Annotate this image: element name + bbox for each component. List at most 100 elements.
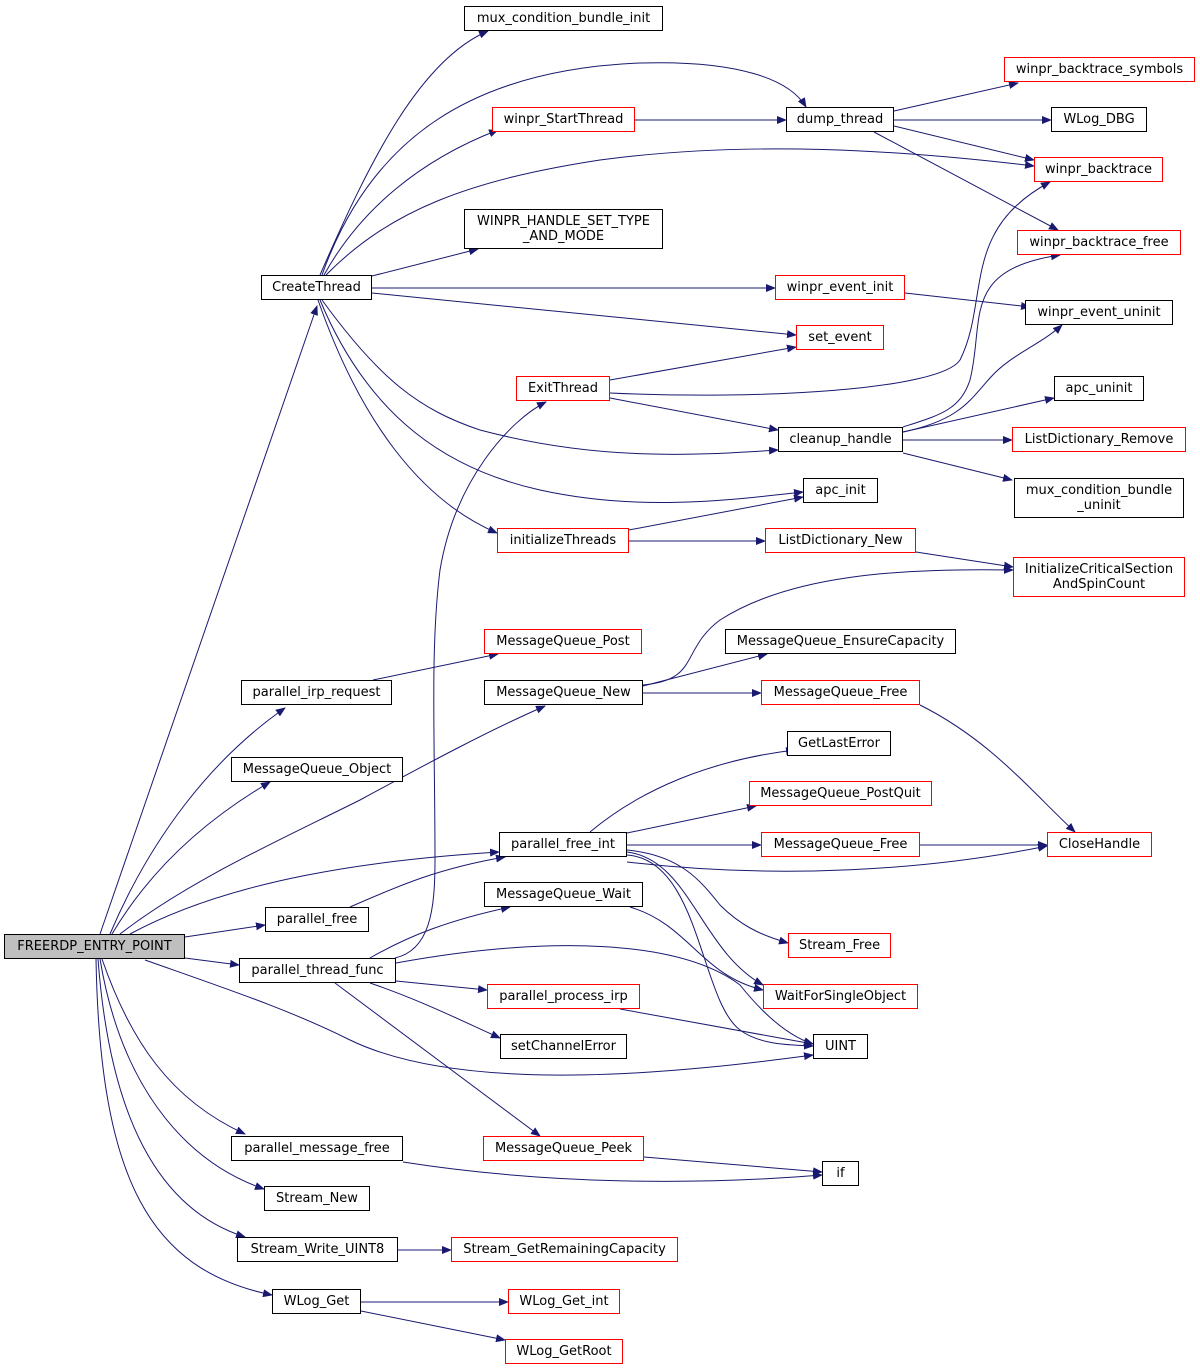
node-apc-init[interactable]: apc_init [803,478,878,503]
node-winpr-event-uninit[interactable]: winpr_event_uninit [1025,300,1173,325]
node-messagequeue-peek[interactable]: MessageQueue_Peek [483,1136,644,1161]
edge-parallel-thread-func-messagequeue-wait [369,904,511,959]
edge-entry-uint [144,959,814,1076]
node-winpr-startthread[interactable]: winpr_StartThread [492,107,635,132]
node-initializethreads[interactable]: initializeThreads [497,528,629,553]
edge-entry-stream-new [99,958,265,1190]
node-mux-condition-bundle-init[interactable]: mux_condition_bundle_init [464,6,663,31]
edge-winpr-event-init-winpr-event-uninit [904,292,1031,310]
node-messagequeue-new[interactable]: MessageQueue_New [484,680,643,705]
edge-entry-stream-write-uint8 [97,958,246,1239]
edge-cleanup-handle-winpr-backtrace-free [902,252,1061,428]
edge-createthread-mux-condition-bundle-init [319,30,489,276]
edge-entry-messagequeue-new [119,705,546,935]
node-uint[interactable]: UINT [813,1034,868,1059]
node-winpr-backtrace-symbols[interactable]: winpr_backtrace_symbols [1004,57,1195,82]
edge-parallel-free-parallel-free-int [349,854,506,908]
edge-parallel-thread-func-exitthread [394,401,547,959]
node-createthread[interactable]: CreateThread [261,275,372,300]
node-closehandle[interactable]: CloseHandle [1047,832,1152,857]
edge-dump-thread-winpr-backtrace-free [873,131,1059,231]
edge-parallel-free-int-waitforsingleobject [626,851,764,986]
node-messagequeue-post[interactable]: MessageQueue_Post [484,629,642,654]
edge-messagequeue-free-1-closehandle [919,704,1076,833]
node-stream-free[interactable]: Stream_Free [788,933,891,958]
node-parallel-message-free[interactable]: parallel_message_free [231,1136,403,1161]
node-messagequeue-free-1[interactable]: MessageQueue_Free [761,680,920,705]
edge-messagequeue-new-messagequeue-ensurecapacity [642,652,768,687]
edge-exitthread-cleanup-handle [609,397,779,433]
edge-createthread-winpr-startthread [323,129,499,276]
edge-parallel-free-int-getlasterror [589,747,796,833]
edge-parallel-free-int-closehandle [626,843,1048,872]
node-winpr-backtrace[interactable]: winpr_backtrace [1034,157,1163,182]
node-parallel-irp-request[interactable]: parallel_irp_request [241,680,392,705]
node-messagequeue-free-2[interactable]: MessageQueue_Free [761,832,920,857]
node-cleanup-handle[interactable]: cleanup_handle [778,427,903,452]
edge-exitthread-set-event [609,344,797,381]
edge-wlog-get-wlog-getroot [360,1310,506,1343]
node-initializecriticalsection-andspincount[interactable]: InitializeCriticalSection AndSpinCount [1013,557,1185,597]
node-parallel-thread-func[interactable]: parallel_thread_func [239,958,396,983]
node-waitforsingleobject[interactable]: WaitForSingleObject [763,984,918,1009]
edge-dump-thread-winpr-backtrace-symbols [893,81,1019,112]
node-stream-new[interactable]: Stream_New [264,1186,370,1211]
edge-entry-parallel-free [184,922,266,938]
edge-listdictionary-new-initializecriticalsection [915,551,1014,570]
node-exitthread[interactable]: ExitThread [516,376,610,401]
node-stream-getremainingcapacity[interactable]: Stream_GetRemainingCapacity [451,1237,678,1262]
edge-exitthread-winpr-backtrace [609,181,1051,396]
edge-entry-createthread [99,305,318,935]
edge-parallel-thread-func-parallel-process-irp [395,980,488,994]
edge-cleanup-handle-mux-condition-bundle-uninit [902,452,1013,482]
node-parallel-process-irp[interactable]: parallel_process_irp [487,984,640,1009]
edge-messagequeue-new-initializecriticalsection [642,565,1014,686]
edge-parallel-thread-func-messagequeue-peek [334,982,541,1137]
node-dump-thread[interactable]: dump_thread [786,107,894,132]
node-messagequeue-postquit[interactable]: MessageQueue_PostQuit [749,781,932,806]
edge-entry-parallel-message-free [101,958,246,1135]
node-mux-condition-bundle-uninit[interactable]: mux_condition_bundle _uninit [1014,478,1184,518]
edge-cleanup-handle-winpr-event-uninit [902,324,1063,433]
node-freerdp-entry-point: FREERDP_ENTRY_POINT [4,934,185,959]
edge-parallel-thread-func-setchannelerror [369,982,501,1039]
edge-parallel-thread-func-uint [395,945,814,1046]
node-listdictionary-new[interactable]: ListDictionary_New [765,528,916,553]
node-stream-write-uint8[interactable]: Stream_Write_UINT8 [237,1237,398,1262]
node-getlasterror[interactable]: GetLastError [787,731,891,756]
node-wlog-get[interactable]: WLog_Get [272,1289,361,1314]
edge-createthread-initializethreads [317,299,498,534]
edge-createthread-winpr-handle-set-type [371,247,479,277]
edge-createthread-set-event [371,292,797,339]
node-setchannelerror[interactable]: setChannelError [500,1034,627,1059]
node-messagequeue-wait[interactable]: MessageQueue_Wait [484,882,643,907]
edge-dump-thread-winpr-backtrace [893,125,1035,162]
node-parallel-free[interactable]: parallel_free [265,907,369,932]
node-set-event[interactable]: set_event [796,325,884,350]
node-if[interactable]: if [822,1161,859,1186]
node-messagequeue-ensurecapacity[interactable]: MessageQueue_EnsureCapacity [725,629,956,654]
node-listdictionary-remove[interactable]: ListDictionary_Remove [1012,427,1186,452]
node-winpr-handle-set-type-and-mode[interactable]: WINPR_HANDLE_SET_TYPE _AND_MODE [464,209,663,249]
edge-messagequeue-wait-waitforsingleobject [629,906,764,992]
node-parallel-free-int[interactable]: parallel_free_int [499,832,627,857]
edge-parallel-free-int-messagequeue-postquit [626,803,757,834]
edge-entry-messagequeue-object [111,781,271,935]
edge-initializethreads-apc-init [628,494,804,531]
node-wlog-dbg[interactable]: WLog_DBG [1051,107,1147,132]
edge-entry-wlog-get [95,958,273,1298]
node-wlog-getroot[interactable]: WLog_GetRoot [505,1339,623,1364]
edge-parallel-process-irp-uint [619,1008,814,1047]
node-winpr-backtrace-free[interactable]: winpr_backtrace_free [1017,230,1181,255]
node-apc-uninit[interactable]: apc_uninit [1054,376,1144,401]
node-messagequeue-object[interactable]: MessageQueue_Object [231,757,403,782]
edge-createthread-cleanup-handle [321,299,779,455]
node-wlog-get-int[interactable]: WLog_Get_int [508,1289,620,1314]
edge-createthread-dump-thread [321,62,807,276]
node-winpr-event-init[interactable]: winpr_event_init [775,275,905,300]
edge-createthread-winpr-backtrace [325,148,1035,276]
edge-parallel-message-free-if [402,1161,823,1182]
edge-createthread-apc-init [319,299,804,504]
